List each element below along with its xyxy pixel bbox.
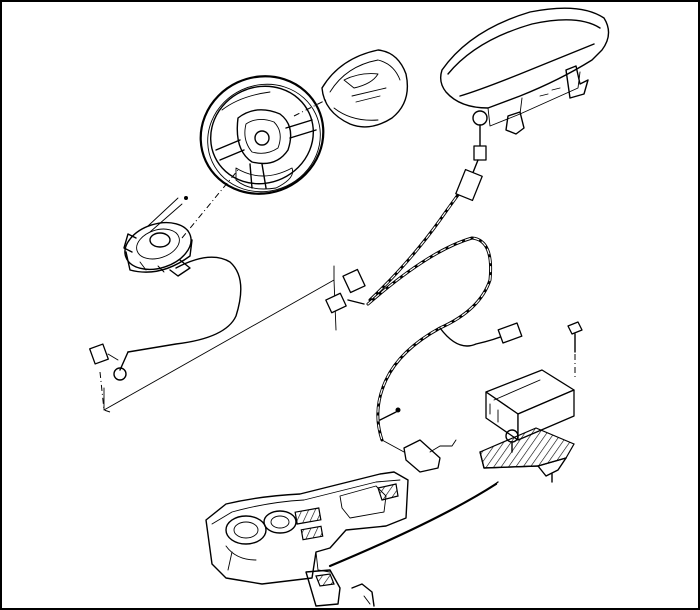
- harness-panel-outline: [103, 265, 337, 411]
- location-leader-line: [328, 482, 498, 568]
- passenger-airbag-module: [439, 7, 610, 161]
- steering-wheel: [199, 75, 325, 195]
- clock-spring: [123, 196, 193, 277]
- location-leader-line: [489, 481, 499, 489]
- alignment-line: [99, 371, 111, 413]
- airbag-wiring-harness: [325, 159, 523, 473]
- clock-spring-pigtail: [89, 256, 242, 381]
- airbag-control-module: [485, 369, 575, 453]
- alignment-line: [293, 99, 327, 117]
- instrument-panel: [205, 471, 409, 607]
- mounting-bolt: [567, 321, 583, 380]
- control-module-bracket: [479, 427, 575, 483]
- driver-airbag-module: [321, 49, 409, 128]
- alignment-line: [181, 169, 239, 239]
